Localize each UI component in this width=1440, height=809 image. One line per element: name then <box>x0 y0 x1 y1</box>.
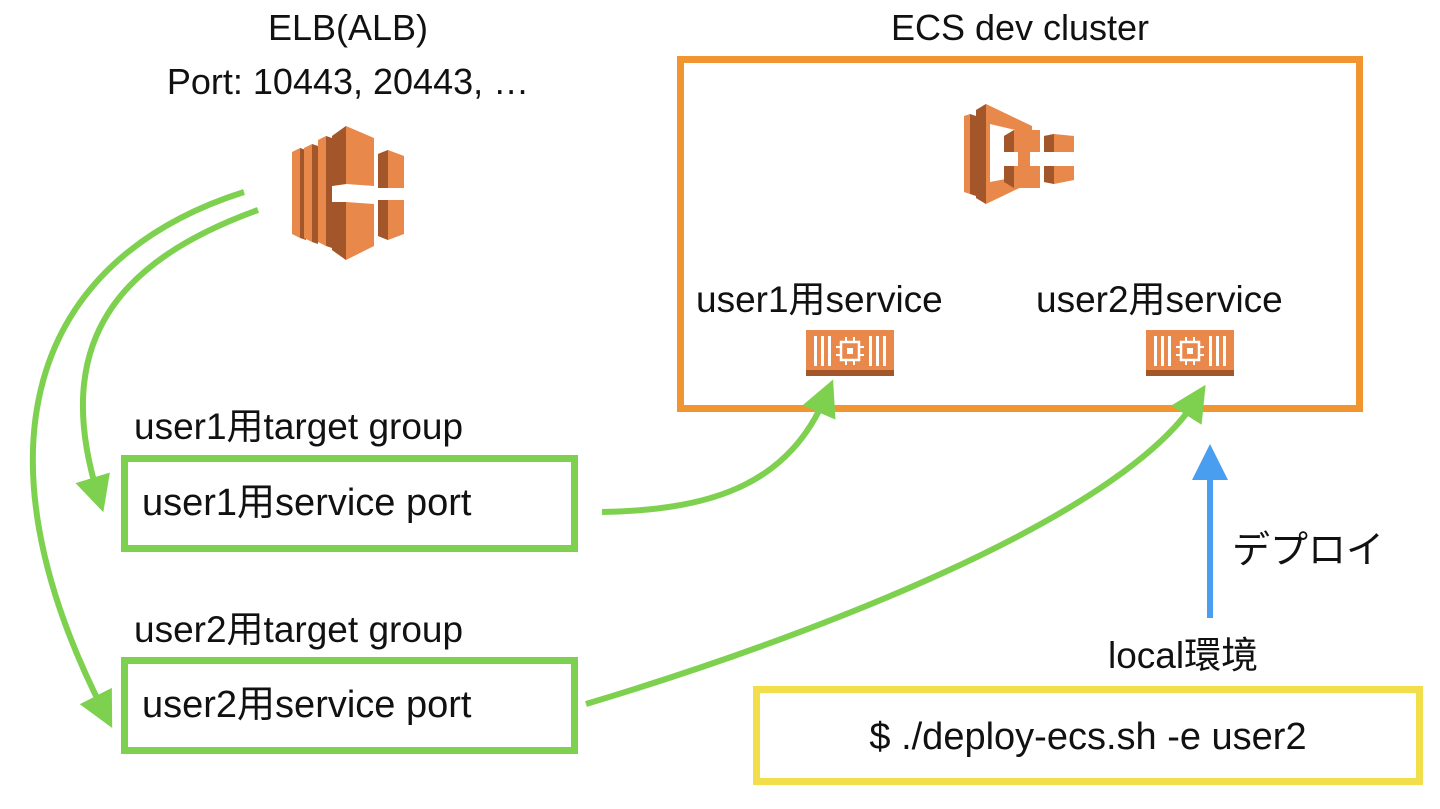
service-port-user2: user2用service port <box>142 684 472 726</box>
elb-ports: Port: 10443, 20443, … <box>166 61 530 102</box>
arrow-elb-to-target-group-1 <box>75 207 260 513</box>
target-group-title-user1: user1用target group <box>134 406 464 447</box>
arrow-target-group-1-to-service-1 <box>601 379 836 515</box>
target-group-title-user2: user2用target group <box>134 609 464 650</box>
target-group-box-user1 <box>121 455 578 552</box>
arrow-target-group-2-to-service-2 <box>585 384 1206 707</box>
ecs-cluster-box <box>677 56 1363 412</box>
target-group-box-user2 <box>121 657 578 754</box>
service-label-user1: user1用service <box>696 279 943 320</box>
ec2-container-icon <box>1146 330 1234 376</box>
ecs-icon <box>964 104 1074 204</box>
ecs-cluster-title: ECS dev cluster <box>890 7 1150 48</box>
local-command-box <box>753 686 1423 785</box>
service-label-user2: user2用service <box>1036 279 1283 320</box>
elb-icon <box>292 126 404 260</box>
deploy-command: $ ./deploy-ecs.sh -e user2 <box>869 716 1307 758</box>
deploy-arrow-label: デプロイ <box>1232 530 1385 572</box>
arrow-elb-to-target-group-2 <box>29 189 245 729</box>
elb-title: ELB(ALB) <box>267 7 429 48</box>
ec2-container-icon <box>806 330 894 376</box>
service-port-user1: user1用service port <box>142 482 472 524</box>
local-environment-label: local環境 <box>1108 635 1259 676</box>
